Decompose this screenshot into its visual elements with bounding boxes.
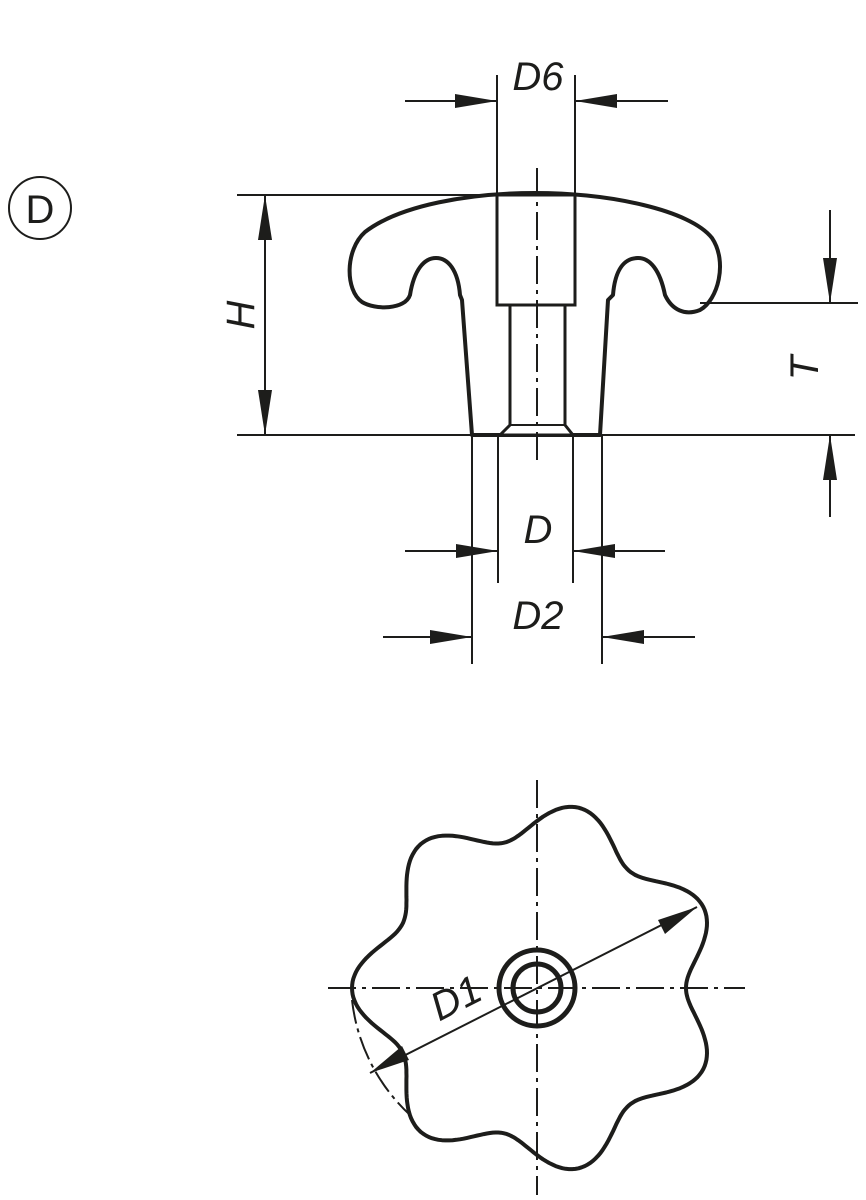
arrow-icon <box>602 630 644 644</box>
knob-section-body <box>347 191 722 437</box>
arrow-icon <box>575 94 617 108</box>
label-d2: D2 <box>512 594 563 638</box>
hub-outer-circle <box>496 947 578 1029</box>
arrow-icon <box>370 1046 409 1073</box>
dimension-d6: D6 <box>405 55 668 195</box>
dimension-t: T <box>700 210 858 517</box>
hub-bore-circle <box>510 961 564 1015</box>
dimension-h: H <box>219 194 855 436</box>
label-d1: D1 <box>423 967 489 1029</box>
arrow-icon <box>456 544 498 558</box>
arrow-icon <box>573 544 615 558</box>
arrow-icon <box>823 258 837 303</box>
label-t: T <box>783 353 827 380</box>
dimension-d: D <box>405 435 665 583</box>
arrow-icon <box>455 94 497 108</box>
section-view: D6 H T D <box>219 55 858 664</box>
view-label-circle <box>8 176 72 240</box>
arrow-icon <box>258 195 272 240</box>
dimension-d2: D2 <box>383 435 695 664</box>
d1-dimension-line <box>369 906 698 1074</box>
label-d: D <box>524 508 553 552</box>
star-grip-outline <box>350 804 709 1172</box>
d1-reference-arc <box>351 999 411 1116</box>
top-view: D1 <box>328 780 745 1195</box>
label-h: H <box>219 300 263 329</box>
arrow-icon <box>823 435 837 480</box>
arrow-icon <box>258 390 272 435</box>
arrow-icon <box>658 907 697 934</box>
view-label-text: D <box>26 188 55 232</box>
arrow-icon <box>430 630 472 644</box>
label-d6: D6 <box>512 55 564 99</box>
view-label-badge: D <box>8 176 72 240</box>
